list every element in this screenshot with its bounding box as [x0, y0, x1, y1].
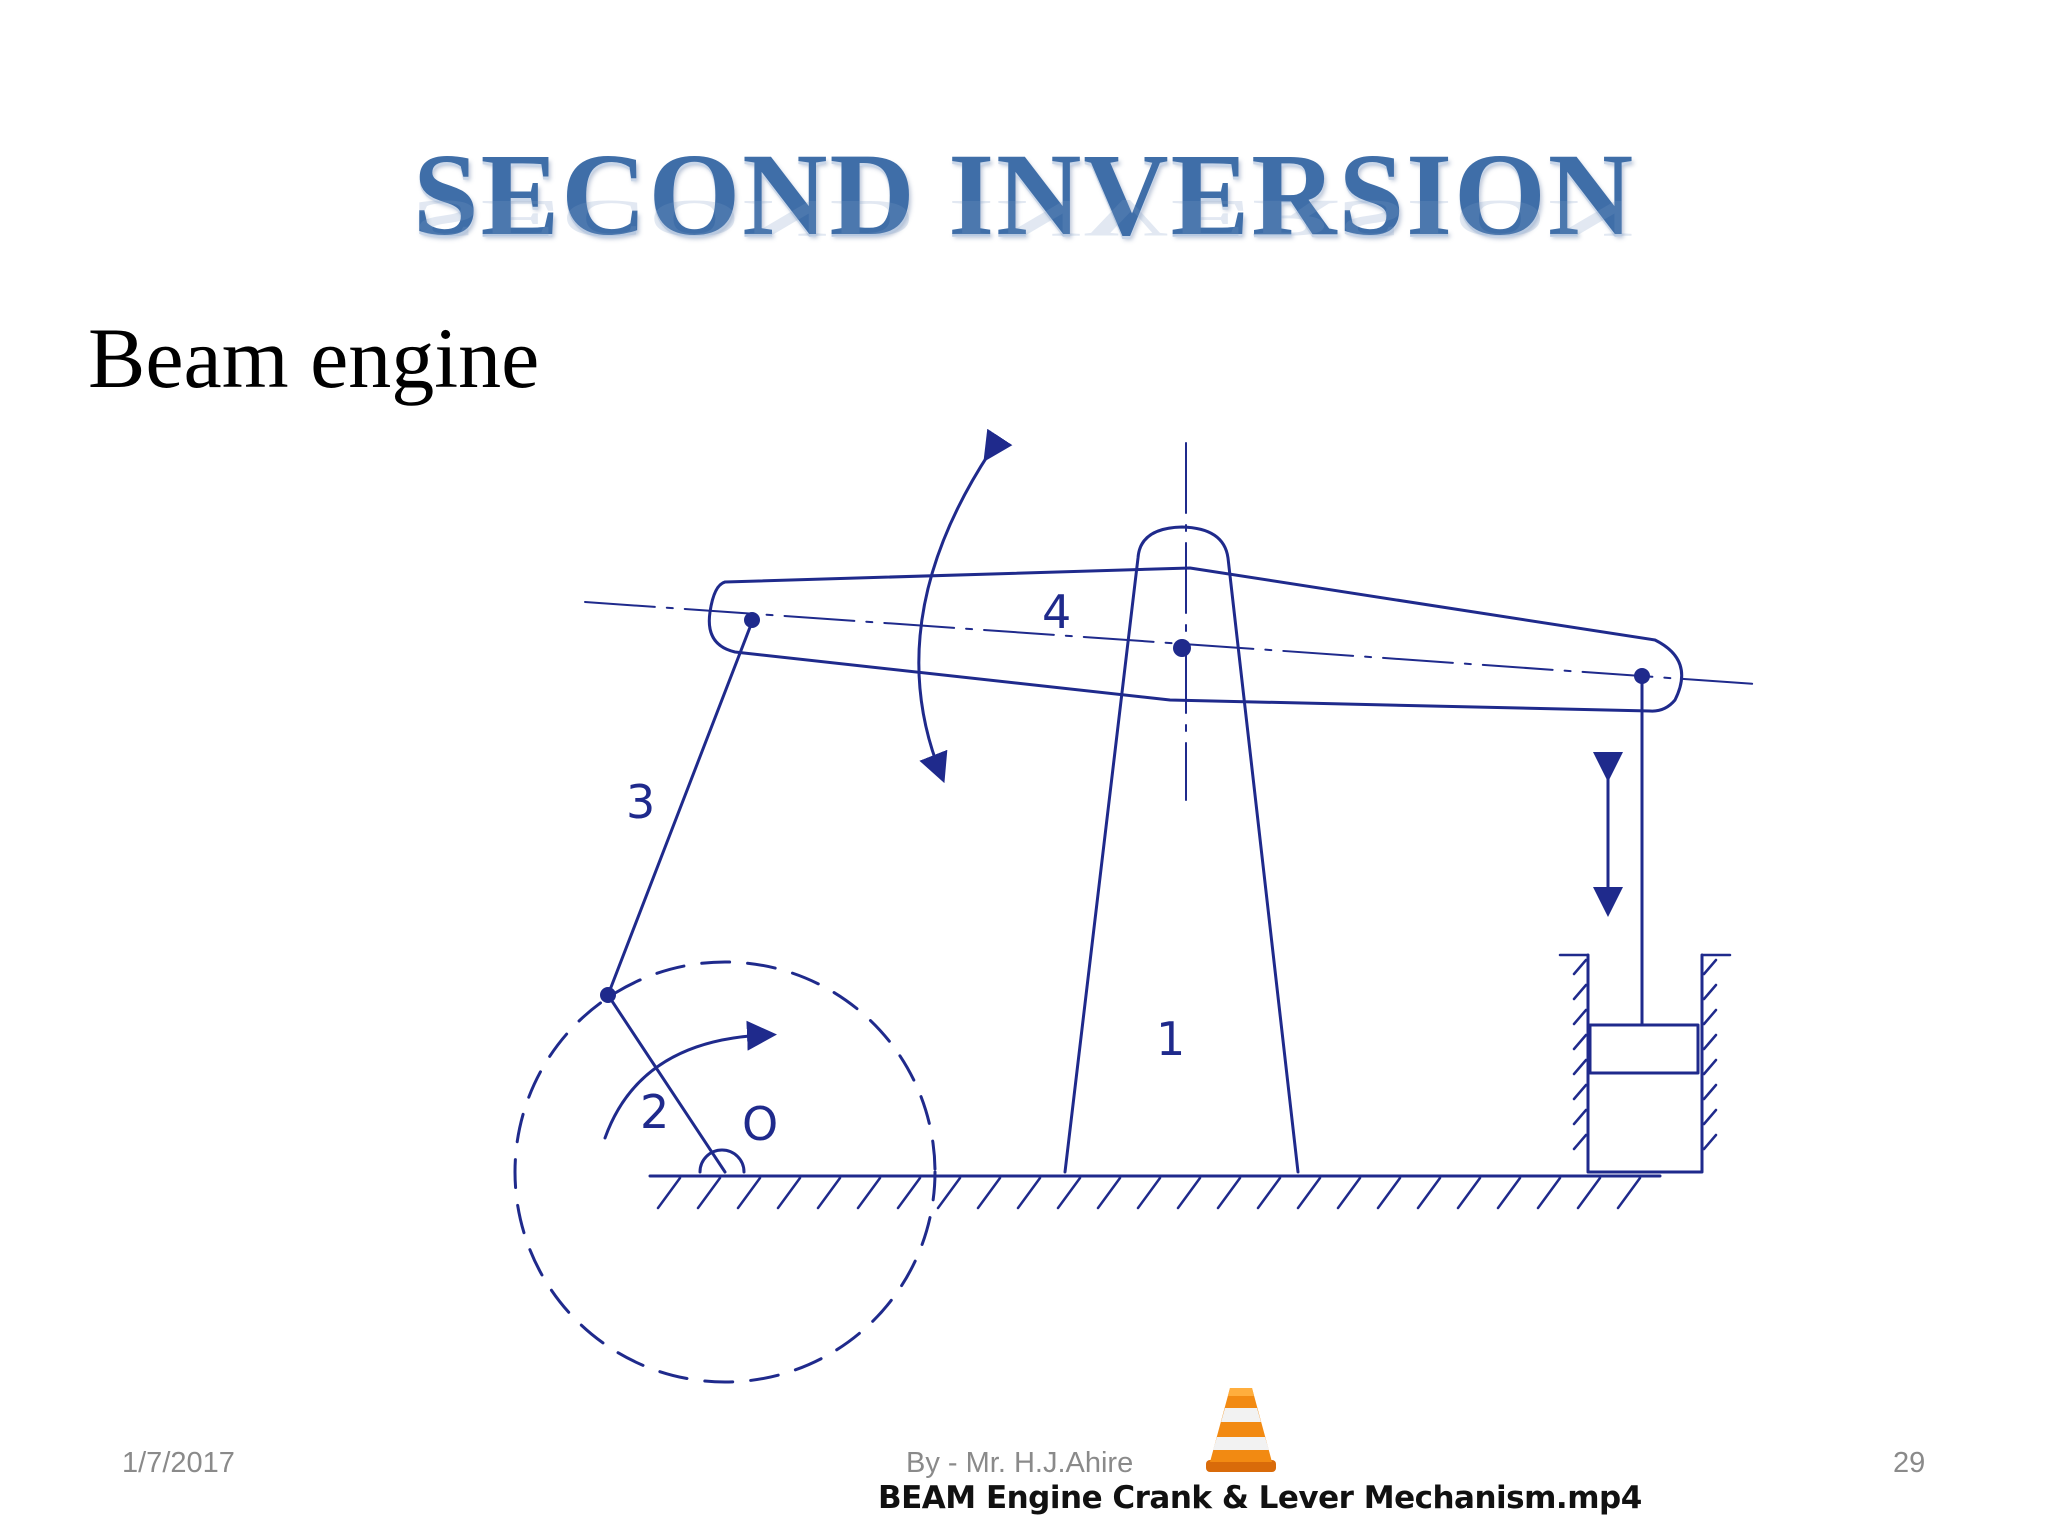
cylinder — [1586, 953, 1704, 1174]
beam-right-joint — [1634, 668, 1650, 684]
crank-pin-joint — [600, 987, 616, 1003]
footer-date: 1/7/2017 — [122, 1447, 235, 1479]
label-connecting-rod: 3 — [626, 775, 655, 829]
label-crank: 2 — [640, 1085, 669, 1139]
label-beam: 4 — [1042, 585, 1071, 639]
beam — [707, 566, 1684, 713]
cylinder-hatching — [1558, 953, 1732, 1151]
frame-pillar — [1063, 525, 1300, 1174]
video-filename[interactable]: BEAM Engine Crank & Lever Mechanism.mp4 — [878, 1480, 1642, 1516]
ground-hatching — [656, 1176, 1642, 1210]
crank-path-circle — [513, 960, 937, 1384]
beam-swing-arrow — [917, 428, 1013, 784]
crank — [606, 993, 727, 1174]
pivot-bearing — [698, 1148, 746, 1174]
footer-author: By - Mr. H.J.Ahire — [906, 1447, 1134, 1479]
title-area: SECOND INVERSION SECOND INVERSION — [0, 130, 2048, 300]
vlc-cone-icon[interactable] — [1200, 1382, 1282, 1474]
footer-page-number: 29 — [1893, 1447, 1926, 1479]
beam-pivot-joint — [1173, 639, 1191, 657]
label-pivot: O — [742, 1097, 778, 1151]
connecting-rod — [606, 620, 754, 997]
crank-rotation-arrow — [603, 1020, 777, 1140]
beam-centerline — [584, 601, 1756, 685]
beam-left-joint — [744, 612, 760, 628]
slide-subtitle: Beam engine — [88, 310, 540, 406]
slide-title: SECOND INVERSION — [412, 129, 1636, 260]
beam-engine-diagram: 4 3 1 2 O — [513, 428, 1756, 1384]
label-frame: 1 — [1156, 1012, 1185, 1066]
piston — [1588, 1023, 1700, 1075]
